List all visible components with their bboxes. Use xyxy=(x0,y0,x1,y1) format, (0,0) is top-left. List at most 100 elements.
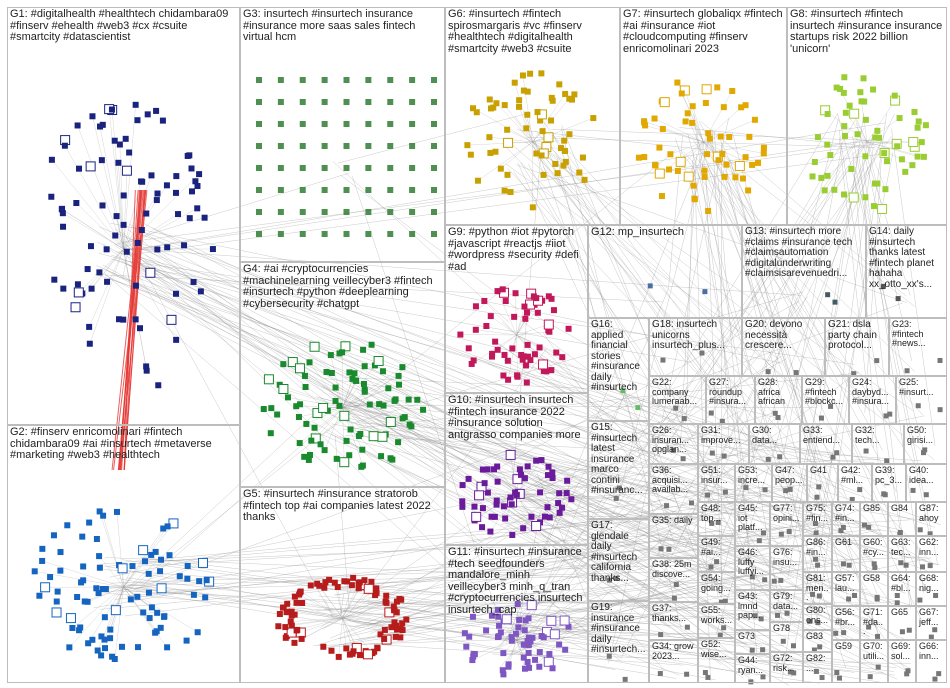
node xyxy=(53,598,60,605)
node xyxy=(528,513,535,520)
edge xyxy=(123,586,162,589)
node xyxy=(260,406,267,413)
node xyxy=(469,613,476,620)
group-box-g19: G19: insurance #insurance daily #insurte… xyxy=(588,601,649,683)
edge xyxy=(492,653,912,665)
node xyxy=(321,584,328,591)
group-box-g15: G15: #insurtech latest insurance marco c… xyxy=(588,421,649,519)
edge xyxy=(339,405,852,642)
edge xyxy=(507,141,819,407)
node xyxy=(706,135,713,142)
node xyxy=(512,630,519,637)
node xyxy=(500,503,507,510)
node xyxy=(368,341,375,348)
node xyxy=(431,165,437,171)
edge xyxy=(91,248,124,289)
edge xyxy=(128,261,855,365)
node xyxy=(875,664,881,670)
node xyxy=(922,122,929,129)
node xyxy=(488,353,495,360)
edge xyxy=(300,617,343,633)
node xyxy=(825,292,831,298)
edge xyxy=(475,329,517,336)
node xyxy=(848,165,855,172)
group-box-g87: G87: ahoy xyxy=(916,502,947,536)
edge xyxy=(349,583,760,641)
node xyxy=(172,290,179,297)
node xyxy=(709,450,715,456)
edge xyxy=(42,560,124,588)
edge xyxy=(617,131,712,502)
node xyxy=(97,123,104,130)
node xyxy=(144,111,151,118)
group-box-g59: G59 xyxy=(832,640,860,683)
group-label: G44: ryan... xyxy=(738,655,764,675)
node xyxy=(387,143,394,149)
group-label: G32: tech... xyxy=(855,425,880,445)
node xyxy=(813,530,819,536)
node xyxy=(819,675,825,681)
node xyxy=(88,285,95,292)
node xyxy=(527,357,534,364)
edge xyxy=(340,416,671,494)
node xyxy=(356,579,363,586)
node xyxy=(394,626,401,633)
node xyxy=(309,341,320,352)
group-label: G54: going... xyxy=(701,573,731,593)
node xyxy=(909,162,916,169)
node xyxy=(936,671,942,677)
group-label: G41 xyxy=(810,465,828,475)
node xyxy=(548,94,555,101)
edge xyxy=(134,302,903,590)
edge xyxy=(462,494,517,502)
node xyxy=(673,582,679,588)
edge xyxy=(782,113,865,680)
node xyxy=(756,538,762,544)
node xyxy=(155,382,162,389)
group-box-g65: G65 xyxy=(888,606,916,640)
node xyxy=(474,490,485,501)
node xyxy=(915,403,921,409)
node xyxy=(487,313,494,320)
node xyxy=(365,121,372,127)
node xyxy=(173,336,180,343)
node xyxy=(96,269,103,276)
edge xyxy=(528,163,781,621)
node xyxy=(554,170,561,177)
edge xyxy=(334,519,838,596)
node xyxy=(343,165,350,171)
node xyxy=(468,360,475,367)
group-label: G23: #fintech #news... xyxy=(892,319,926,348)
node xyxy=(76,627,83,634)
node xyxy=(667,151,674,158)
group-box-g57: G57: lau... xyxy=(832,572,860,606)
edge xyxy=(319,397,866,539)
group-box-g40: G40: idea... xyxy=(906,464,947,502)
node xyxy=(841,74,848,81)
node xyxy=(824,141,831,148)
edge xyxy=(349,401,822,520)
edge xyxy=(508,396,625,617)
edge xyxy=(77,125,124,250)
node xyxy=(765,369,771,375)
group-box-g7: G7: #insurtech globaliqx #fintech #ai #i… xyxy=(620,7,787,225)
node xyxy=(314,580,321,587)
node xyxy=(689,500,695,506)
node xyxy=(533,295,540,302)
node xyxy=(148,551,155,558)
node xyxy=(652,162,659,169)
edge xyxy=(122,559,897,669)
edge xyxy=(131,227,716,451)
node xyxy=(675,156,686,167)
group-label: G43: lmnd pap... xyxy=(738,591,761,620)
edge xyxy=(108,593,785,646)
node xyxy=(79,533,86,540)
edge xyxy=(342,366,365,408)
group-box-g30: G30: data... xyxy=(749,424,800,464)
edge xyxy=(713,130,758,656)
node xyxy=(154,246,161,253)
edge xyxy=(834,141,868,190)
node xyxy=(550,307,557,314)
node xyxy=(902,168,909,175)
edge xyxy=(363,409,759,685)
